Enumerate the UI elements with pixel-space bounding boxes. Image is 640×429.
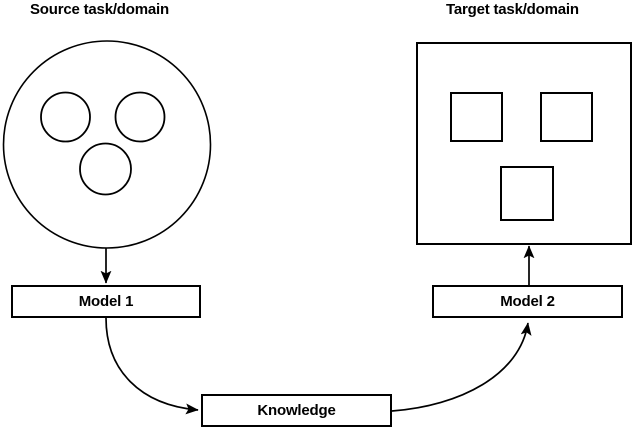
source-domain-label: Source task/domain (30, 1, 169, 18)
arrow-model1-to-knowledge (105, 317, 199, 415)
model2-node[interactable]: Model 2 (432, 285, 623, 318)
source-item-circle-right (114, 91, 166, 143)
model1-label: Model 1 (78, 293, 134, 310)
target-domain-label: Target task/domain (446, 1, 579, 18)
target-item-square-bottom (500, 166, 554, 221)
model1-node[interactable]: Model 1 (11, 285, 201, 318)
target-item-square-right (540, 92, 593, 142)
model2-label: Model 2 (500, 293, 555, 310)
arrow-knowledge-to-model2 (391, 322, 532, 412)
source-item-circle-left (40, 91, 91, 143)
target-item-square-left (450, 92, 503, 142)
knowledge-label: Knowledge (257, 402, 336, 419)
source-item-circle-bottom (79, 142, 132, 196)
knowledge-node[interactable]: Knowledge (201, 394, 392, 427)
